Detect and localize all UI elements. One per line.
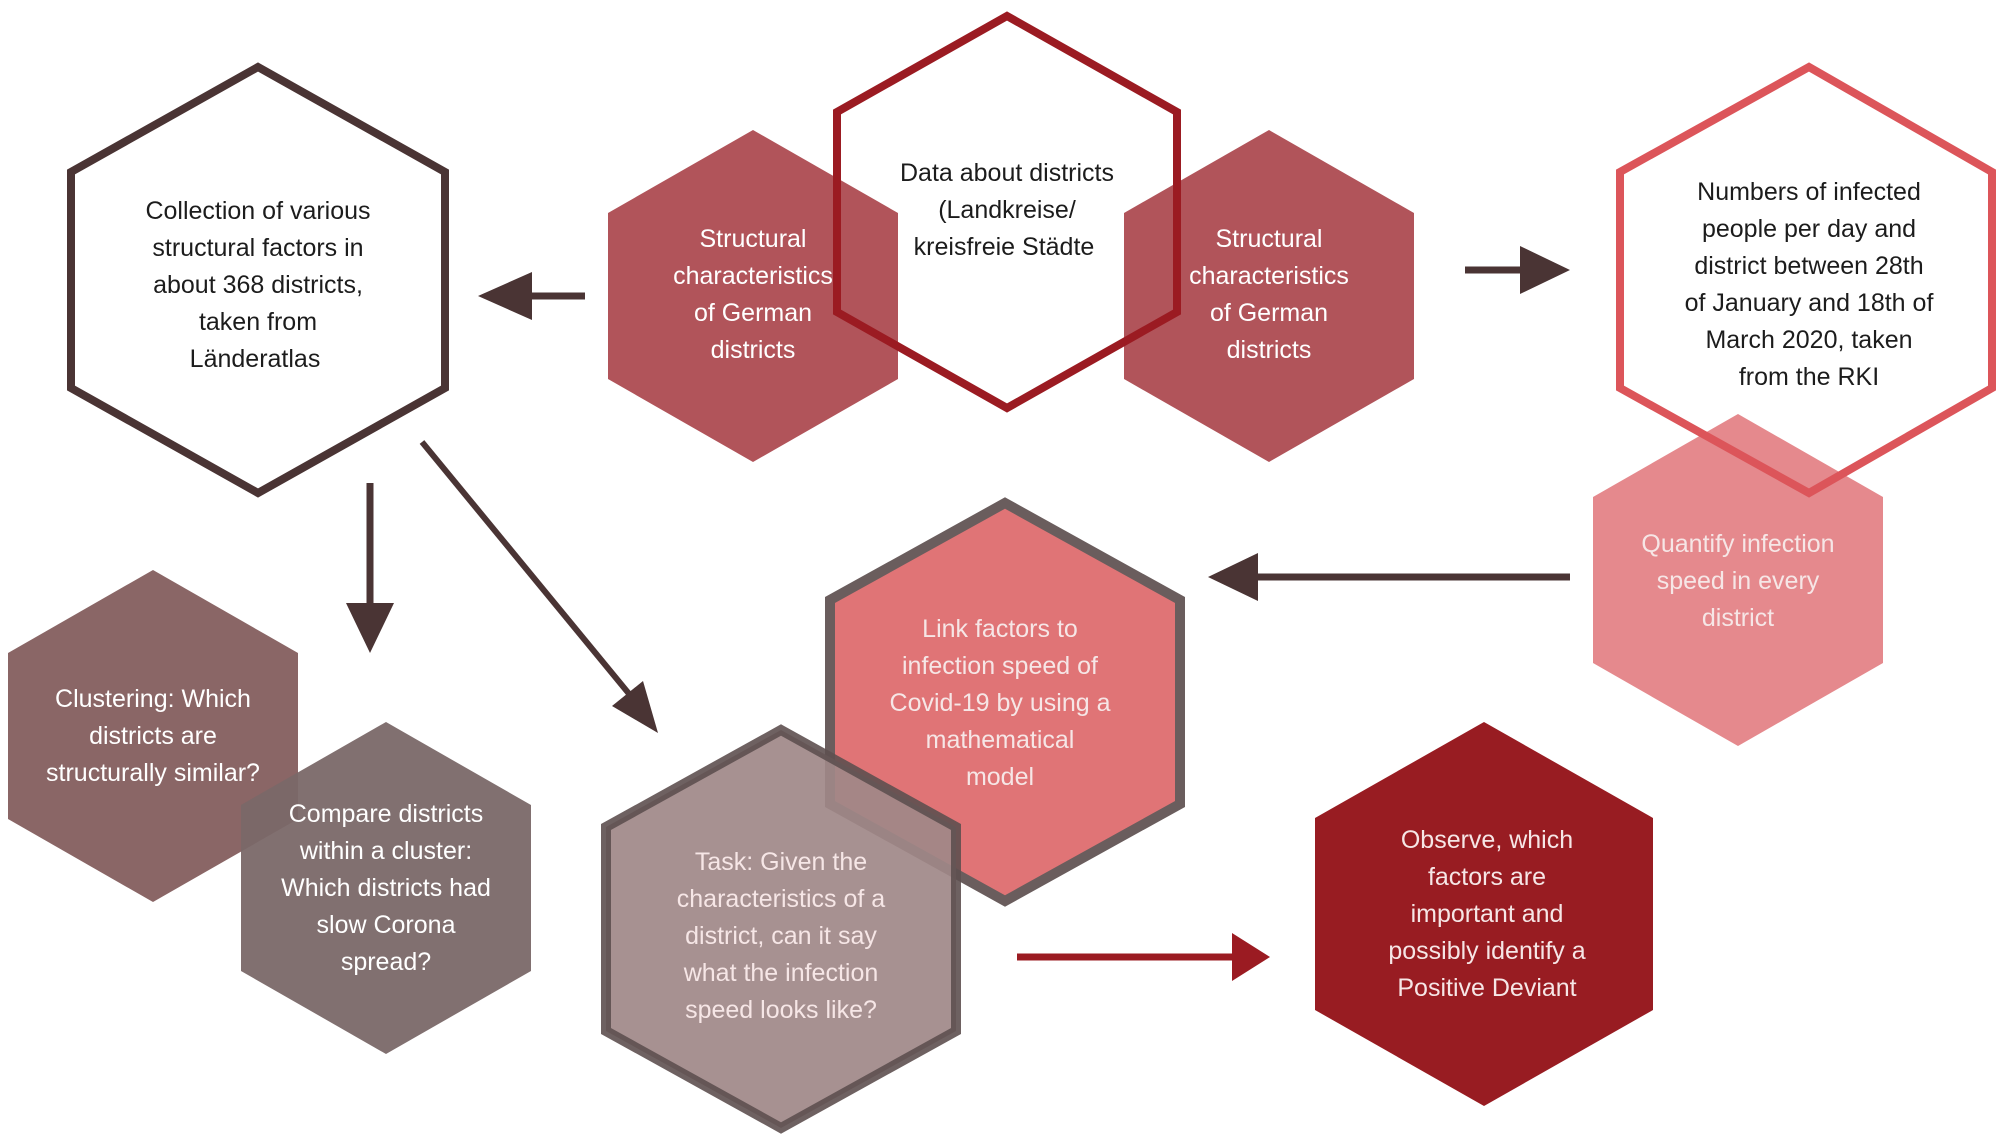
clustering-label: Clustering: Which districts are structur…: [46, 685, 260, 787]
collection-label: Collection of various structural factors…: [145, 197, 370, 373]
link-factors-label: Link factors to infection speed of Covid…: [890, 615, 1111, 791]
collection-line: structural factors in: [152, 234, 363, 262]
observe-hex: [1315, 722, 1653, 1106]
quantify-hex: [1593, 414, 1883, 746]
task-line: speed looks like?: [685, 996, 877, 1024]
task-line: district, can it say: [685, 922, 877, 950]
structural-right-line: Structural: [1216, 225, 1323, 253]
numbers-infected-line: district between 28th: [1694, 252, 1923, 280]
task-line: what the infection: [683, 959, 879, 987]
compare-line: Which districts had: [281, 874, 491, 902]
structural-left-hex: [608, 130, 898, 462]
structural-right-hex: [1124, 130, 1414, 462]
numbers-infected-label: Numbers of infected people per day and d…: [1685, 178, 1934, 391]
compare-hex: [241, 722, 531, 1054]
clustering-line: structurally similar?: [46, 759, 260, 787]
task-label: Task: Given the characteristics of a dis…: [677, 848, 886, 1024]
structural-left-line: characteristics: [673, 262, 833, 290]
clustering-hex: [8, 570, 298, 902]
compare-line: slow Corona: [317, 911, 456, 939]
data-about-line: kreisfreie Städte: [914, 233, 1095, 261]
collection-line: taken from: [199, 308, 317, 336]
link-factors-line: infection speed of: [902, 652, 1098, 680]
quantify-line: district: [1702, 604, 1774, 632]
structural-left-line: districts: [711, 336, 796, 364]
link-factors-line: Covid-19 by using a: [890, 689, 1111, 717]
quantify-line: Quantify infection: [1641, 530, 1834, 558]
clustering-line: districts are: [89, 722, 217, 750]
quantify-label: Quantify infection speed in every distri…: [1641, 530, 1834, 632]
collection-line: Länderatlas: [190, 345, 321, 373]
observe-label: Observe, which factors are important and…: [1388, 826, 1585, 1002]
quantify-line: speed in every: [1657, 567, 1820, 595]
numbers-infected-line: from the RKI: [1739, 363, 1879, 391]
observe-line: possibly identify a: [1388, 937, 1585, 965]
link-factors-line: mathematical: [926, 726, 1075, 754]
data-about-hex: [833, 11, 1181, 413]
structural-left-label: Structural characteristics of German dis…: [673, 225, 833, 364]
collection-hex: [67, 62, 449, 498]
arrow-structural-to-numbers: [1465, 246, 1570, 294]
task-line: Task: Given the: [695, 848, 867, 876]
numbers-infected-hex: [1616, 62, 1996, 498]
compare-line: Compare districts: [289, 800, 484, 828]
arrow-collection-to-task: [419, 440, 658, 733]
arrow-structural-to-collection: [478, 272, 585, 320]
collection-line: about 368 districts,: [153, 271, 363, 299]
task-hex: [601, 724, 961, 1134]
compare-line: spread?: [341, 948, 431, 976]
numbers-infected-line: Numbers of infected: [1697, 178, 1921, 206]
task-line: characteristics of a: [677, 885, 886, 913]
observe-line: factors are: [1428, 863, 1546, 891]
data-about-line: (Landkreise/: [938, 196, 1076, 224]
numbers-infected-line: of January and 18th of: [1685, 289, 1934, 317]
structural-left-line: of German: [694, 299, 812, 327]
compare-line: within a cluster:: [299, 837, 472, 865]
structural-right-line: districts: [1227, 336, 1312, 364]
compare-label: Compare districts within a cluster: Whic…: [281, 800, 491, 976]
data-about-label: Data about districts (Landkreise/ kreisf…: [900, 159, 1114, 261]
observe-line: Positive Deviant: [1397, 974, 1576, 1002]
link-factors-line: Link factors to: [922, 615, 1078, 643]
link-factors-line: model: [966, 763, 1034, 791]
clustering-line: Clustering: Which: [55, 685, 251, 713]
observe-line: important and: [1411, 900, 1564, 928]
structural-right-line: of German: [1210, 299, 1328, 327]
structural-left-line: Structural: [700, 225, 807, 253]
numbers-infected-line: March 2020, taken: [1705, 326, 1912, 354]
arrow-collection-to-clustering: [346, 483, 394, 653]
arrow-task-to-observe: [1017, 933, 1270, 981]
structural-right-line: characteristics: [1189, 262, 1349, 290]
observe-line: Observe, which: [1401, 826, 1573, 854]
numbers-infected-line: people per day and: [1702, 215, 1916, 243]
arrow-quantify-to-link: [1208, 553, 1570, 601]
structural-right-label: Structural characteristics of German dis…: [1189, 225, 1349, 364]
collection-line: Collection of various: [145, 197, 370, 225]
data-about-line: Data about districts: [900, 159, 1114, 187]
